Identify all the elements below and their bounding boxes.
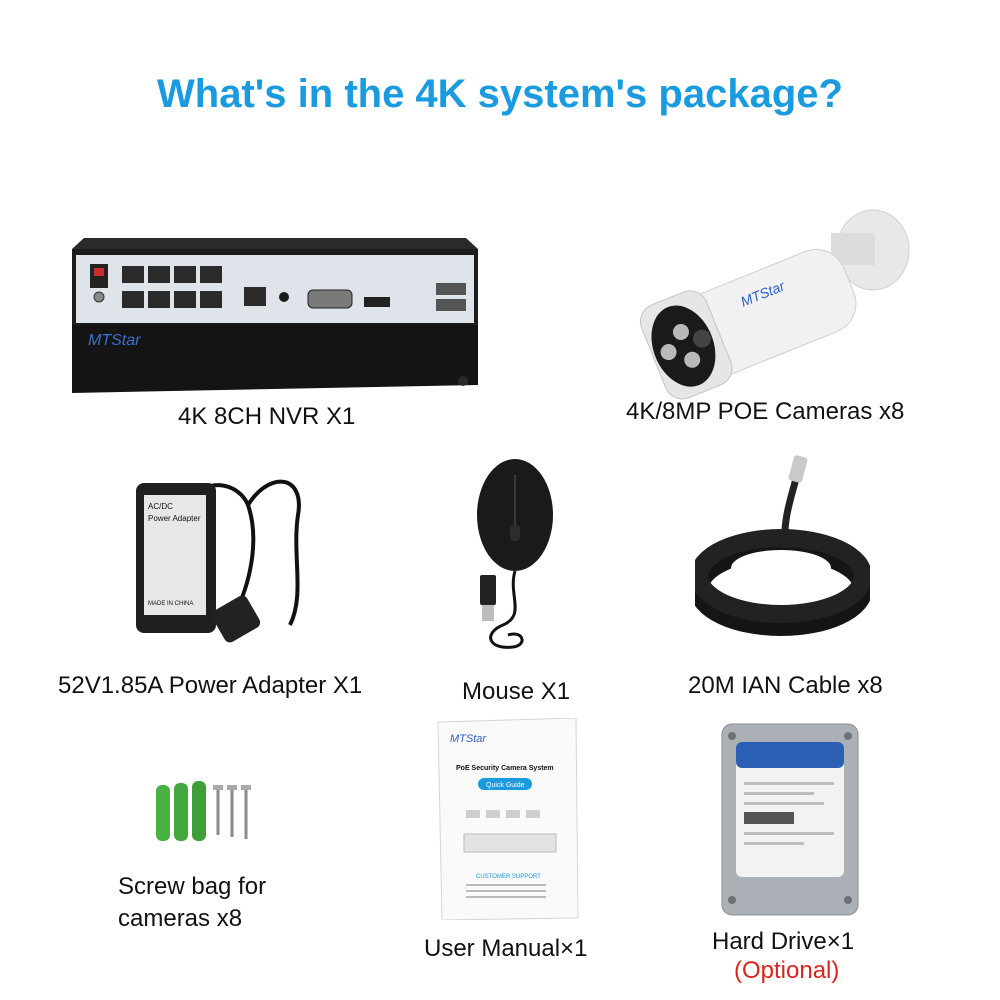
nvr-label: 4K 8CH NVR X1 — [178, 403, 356, 430]
adapter-sticker-line1: AC/DC — [148, 502, 173, 511]
screw-label-line2: cameras x8 — [118, 905, 243, 932]
camera-image: MTStar — [635, 205, 915, 400]
adapter-sticker-line3: MADE IN CHINA — [148, 601, 193, 607]
user-manual-image: MTStar PoE Security Camera System Quick … — [436, 717, 581, 921]
power-adapter-image: AC/DC Power Adapter MADE IN CHINA — [130, 465, 330, 650]
manual-label: User Manual×1 — [424, 935, 588, 962]
manual-brand-text: MTStar — [450, 733, 487, 745]
screw-bag-image — [152, 775, 262, 845]
nvr-brand-text: MTStar — [88, 332, 141, 349]
mouse-label: Mouse X1 — [462, 678, 571, 705]
manual-heading-text: PoE Security Camera System — [456, 765, 554, 772]
adapter-label: 52V1.85A Power Adapter X1 — [58, 672, 363, 699]
mouse-image — [468, 455, 568, 660]
page-title: What's in the 4K system's package? — [157, 72, 843, 116]
cable-image — [689, 448, 873, 643]
adapter-sticker-line2: Power Adapter — [148, 514, 201, 523]
hard-drive-label: Hard Drive×1 — [712, 928, 855, 955]
nvr-image: MTStar — [66, 213, 484, 398]
camera-label: 4K/8MP POE Cameras x8 — [626, 398, 905, 425]
manual-support-text: CUSTOMER SUPPORT — [476, 874, 541, 880]
hard-drive-image — [720, 722, 860, 917]
hard-drive-optional-label: (Optional) — [734, 957, 840, 984]
screw-label-line1: Screw bag for — [118, 873, 267, 900]
cable-label: 20M IAN Cable x8 — [688, 672, 883, 699]
manual-badge-text: Quick Guide — [486, 782, 525, 789]
